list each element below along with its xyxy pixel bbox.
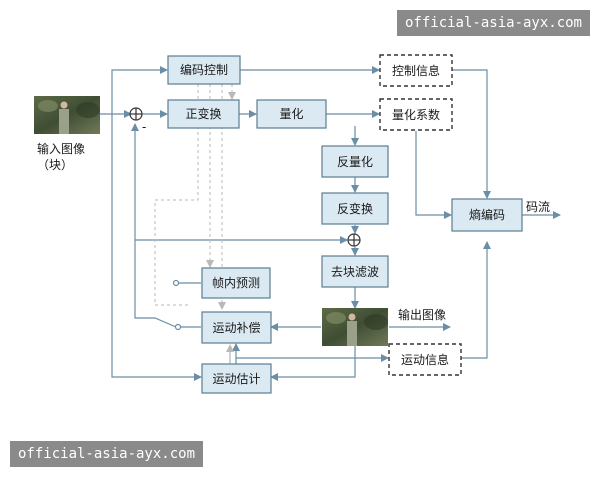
input-frame-thumbnail [34,96,100,134]
svg-text:运动补偿: 运动补偿 [212,320,260,335]
svg-text:运动估计: 运动估计 [212,372,260,386]
block-motion-compensation: 运动补偿 [201,311,272,344]
block-control-info: 控制信息 [379,54,453,87]
inter-switch-node [174,323,182,331]
block-intra-prediction: 帧内预测 [201,267,271,299]
svg-text:正变换: 正变换 [185,106,221,121]
svg-text:帧内预测: 帧内预测 [212,276,260,290]
subtractor-junction [129,107,143,121]
svg-text:熵编码: 熵编码 [469,207,505,222]
output-image-label: 输出图像 [398,307,446,322]
block-inverse-transform: 反变换 [321,192,389,225]
block-quant-coefficients: 量化系数 [379,98,453,131]
block-entropy-coding: 熵编码 [451,198,523,232]
block-inverse-quantization: 反量化 [321,145,389,178]
intra-switch-node [172,279,180,287]
connection-lines [100,66,561,381]
input-block-label: （块） [37,158,73,172]
block-motion-info: 运动信息 [388,343,462,376]
svg-text:反量化: 反量化 [337,155,373,169]
svg-text:运动信息: 运动信息 [401,352,449,367]
bitstream-label: 码流 [526,200,550,214]
block-deblocking-filter: 去块滤波 [321,255,389,288]
svg-text:反变换: 反变换 [337,201,373,216]
svg-text:编码控制: 编码控制 [180,62,228,77]
output-frame-thumbnail [322,308,388,346]
watermark-bottom: official-asia-ayx.com [10,441,204,467]
block-motion-estimation: 运动估计 [201,363,272,394]
block-coding-control: 编码控制 [167,55,241,85]
watermark-top: official-asia-ayx.com [396,10,590,36]
minus-sign: - [142,120,146,134]
svg-text:量化: 量化 [279,107,303,121]
block-quantization: 量化 [256,99,327,129]
adder-junction [347,233,361,247]
input-image-label: 输入图像 [37,141,85,156]
svg-text:控制信息: 控制信息 [392,63,440,78]
svg-text:量化系数: 量化系数 [392,107,440,122]
block-forward-transform: 正变换 [167,99,240,129]
svg-text:去块滤波: 去块滤波 [331,265,379,279]
